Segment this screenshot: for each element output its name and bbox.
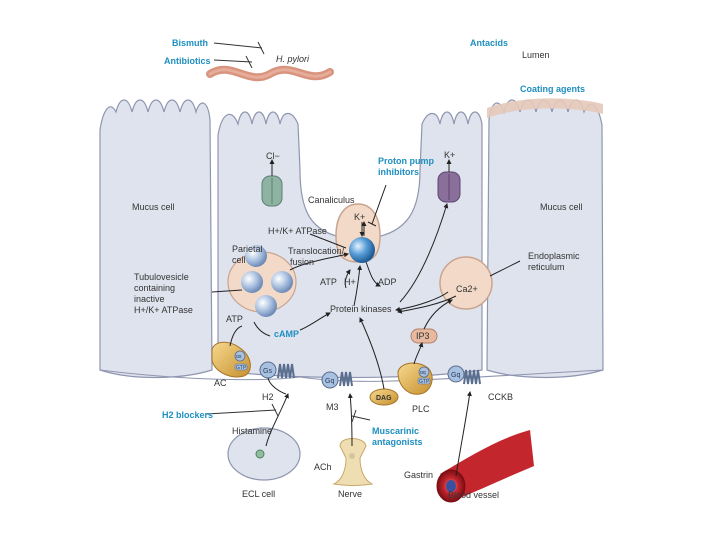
label-protein-kinases: Protein kinases (330, 304, 392, 314)
gq-protein-cckb (417, 365, 465, 385)
label-dag: DAG (376, 395, 392, 402)
label-m3: M3 (326, 402, 339, 412)
inhibition-lines (205, 41, 371, 423)
potassium-channel (437, 171, 461, 203)
label-alpha-q: αq (420, 370, 426, 376)
nerve-terminal (332, 438, 374, 486)
gs-protein (234, 350, 277, 379)
tubulovesicle-3 (241, 271, 263, 293)
label-er-line1: Endoplasmic (528, 251, 580, 261)
label-parietal-line1: Parietal (232, 244, 263, 254)
h2-receptor (277, 363, 295, 379)
label-histamine: Histamine (232, 426, 272, 436)
label-parietal-line2: cell (232, 255, 246, 265)
label-translocation-line1: Translocation/ (288, 246, 345, 256)
label-mucus-cell-right: Mucus cell (540, 202, 583, 212)
label-gastrin: Gastrin (404, 470, 433, 480)
drug-labels: Bismuth Antibiotics Antacids Coating age… (162, 38, 585, 447)
drug-muscarinic-line1: Muscarinic (372, 426, 419, 436)
arrows (211, 159, 521, 477)
chloride-channel (261, 175, 283, 207)
drug-ppi-line1: Proton pump (378, 156, 434, 166)
endoplasmic-reticulum (439, 256, 493, 310)
label-atp-2: ATP (226, 314, 243, 324)
drug-antibiotics: Antibiotics (164, 56, 211, 66)
label-calcium: Ca2+ (456, 284, 478, 294)
drug-antacids: Antacids (470, 38, 508, 48)
gq-protein-m3 (321, 371, 339, 389)
label-adp: ADP (378, 277, 397, 287)
label-canaliculus: Canaliculus (308, 195, 355, 205)
label-tubulovesicle-line2: containing (134, 283, 175, 293)
tubulovesicle-2 (271, 271, 293, 293)
m3-receptor (339, 371, 353, 387)
label-plc: PLC (412, 404, 430, 414)
label-atp-1: ATP (320, 277, 337, 287)
label-ip3: IP3 (416, 331, 430, 341)
label-h2-receptor: H2 (262, 392, 274, 402)
coating-layer (487, 98, 603, 118)
label-translocation-line2: fusion (290, 257, 314, 267)
drug-bismuth: Bismuth (172, 38, 208, 48)
label-ach: ACh (314, 462, 332, 472)
label-gq-cckb: Gq (451, 372, 460, 379)
mucus-cell-left (99, 99, 213, 379)
label-gtp-q: GTP (419, 379, 430, 385)
label-alpha-s: αs (236, 354, 242, 360)
ach-granule (349, 453, 355, 459)
tubulovesicle-4 (255, 295, 277, 317)
histamine-granule (255, 449, 265, 459)
label-h-plus: H+ (344, 277, 356, 287)
structure-labels: H. pylori Lumen Mucus cell Mucus cell Cl… (132, 50, 583, 500)
label-potassium-canaliculus: K+ (354, 212, 365, 222)
label-gq-m3: Gq (325, 378, 334, 385)
label-blood-vessel: Blood vessel (448, 490, 499, 500)
label-gs: Gs (263, 368, 272, 375)
mucus-cell-right (486, 99, 604, 379)
drug-ppi-line2: inhibitors (378, 167, 419, 177)
label-ecl-cell: ECL cell (242, 489, 275, 499)
label-h-pylori: H. pylori (276, 54, 310, 64)
drug-muscarinic-line2: antagonists (372, 437, 423, 447)
label-chloride: Cl− (266, 151, 280, 161)
proton-pump-sphere (349, 237, 375, 263)
label-nerve: Nerve (338, 489, 362, 499)
label-lumen: Lumen (522, 50, 550, 60)
label-mucus-cell-left: Mucus cell (132, 202, 175, 212)
label-gtp: GTP (236, 365, 247, 371)
label-tubulovesicle-line4: H+/K+ ATPase (134, 305, 193, 315)
label-tubulovesicle-line3: inactive (134, 294, 165, 304)
drug-coating-agents: Coating agents (520, 84, 585, 94)
label-er-line2: reticulum (528, 262, 565, 272)
label-cckb: CCKB (488, 392, 513, 402)
label-ac: AC (214, 378, 227, 388)
drug-camp: cAMP (274, 329, 299, 339)
drug-h2-blockers: H2 blockers (162, 410, 213, 420)
label-tubulovesicle-line1: Tubulovesicle (134, 272, 189, 282)
cckb-receptor (463, 369, 481, 385)
tubulovesicle-1 (245, 245, 267, 267)
label-hk-atpase: H+/K+ ATPase (268, 226, 327, 236)
label-potassium-right: K+ (444, 150, 455, 160)
